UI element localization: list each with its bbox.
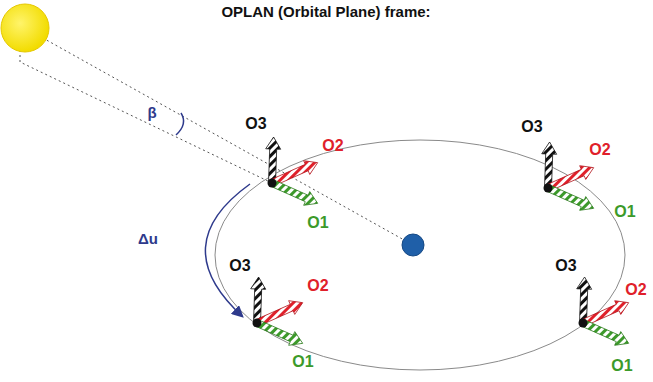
satellite-dot xyxy=(253,319,262,328)
axis-label: O2 xyxy=(625,282,646,298)
axis-arrow xyxy=(256,320,303,346)
axis-label: O1 xyxy=(292,354,313,370)
axis-arrow xyxy=(547,185,594,211)
axis-label: O2 xyxy=(307,278,328,294)
earth xyxy=(402,234,424,256)
parallel-line xyxy=(20,50,272,183)
axis-arrow xyxy=(271,180,318,206)
diagram-title: OPLAN (Orbital Plane) frame: xyxy=(221,4,430,19)
axis-label: O3 xyxy=(555,258,576,274)
beta-arc xyxy=(176,113,184,135)
axis-label: O2 xyxy=(322,138,343,154)
axis-label: O3 xyxy=(229,258,250,274)
axis-label: O1 xyxy=(611,358,632,374)
orbit-ellipse xyxy=(215,140,625,370)
axis-label: O3 xyxy=(245,116,266,132)
delta-u-arc xyxy=(205,184,250,316)
satellite-dot xyxy=(268,179,277,188)
satellite-dot xyxy=(579,319,588,328)
axis-label: O2 xyxy=(589,142,610,158)
sun xyxy=(1,4,49,52)
axis-arrow xyxy=(582,320,629,346)
angle-label: β xyxy=(147,105,156,120)
satellite-dot xyxy=(544,184,553,193)
angle-label: Δu xyxy=(138,231,158,246)
axis-label: O1 xyxy=(307,215,328,231)
axis-label: O1 xyxy=(614,204,635,220)
axis-label: O3 xyxy=(521,119,542,135)
